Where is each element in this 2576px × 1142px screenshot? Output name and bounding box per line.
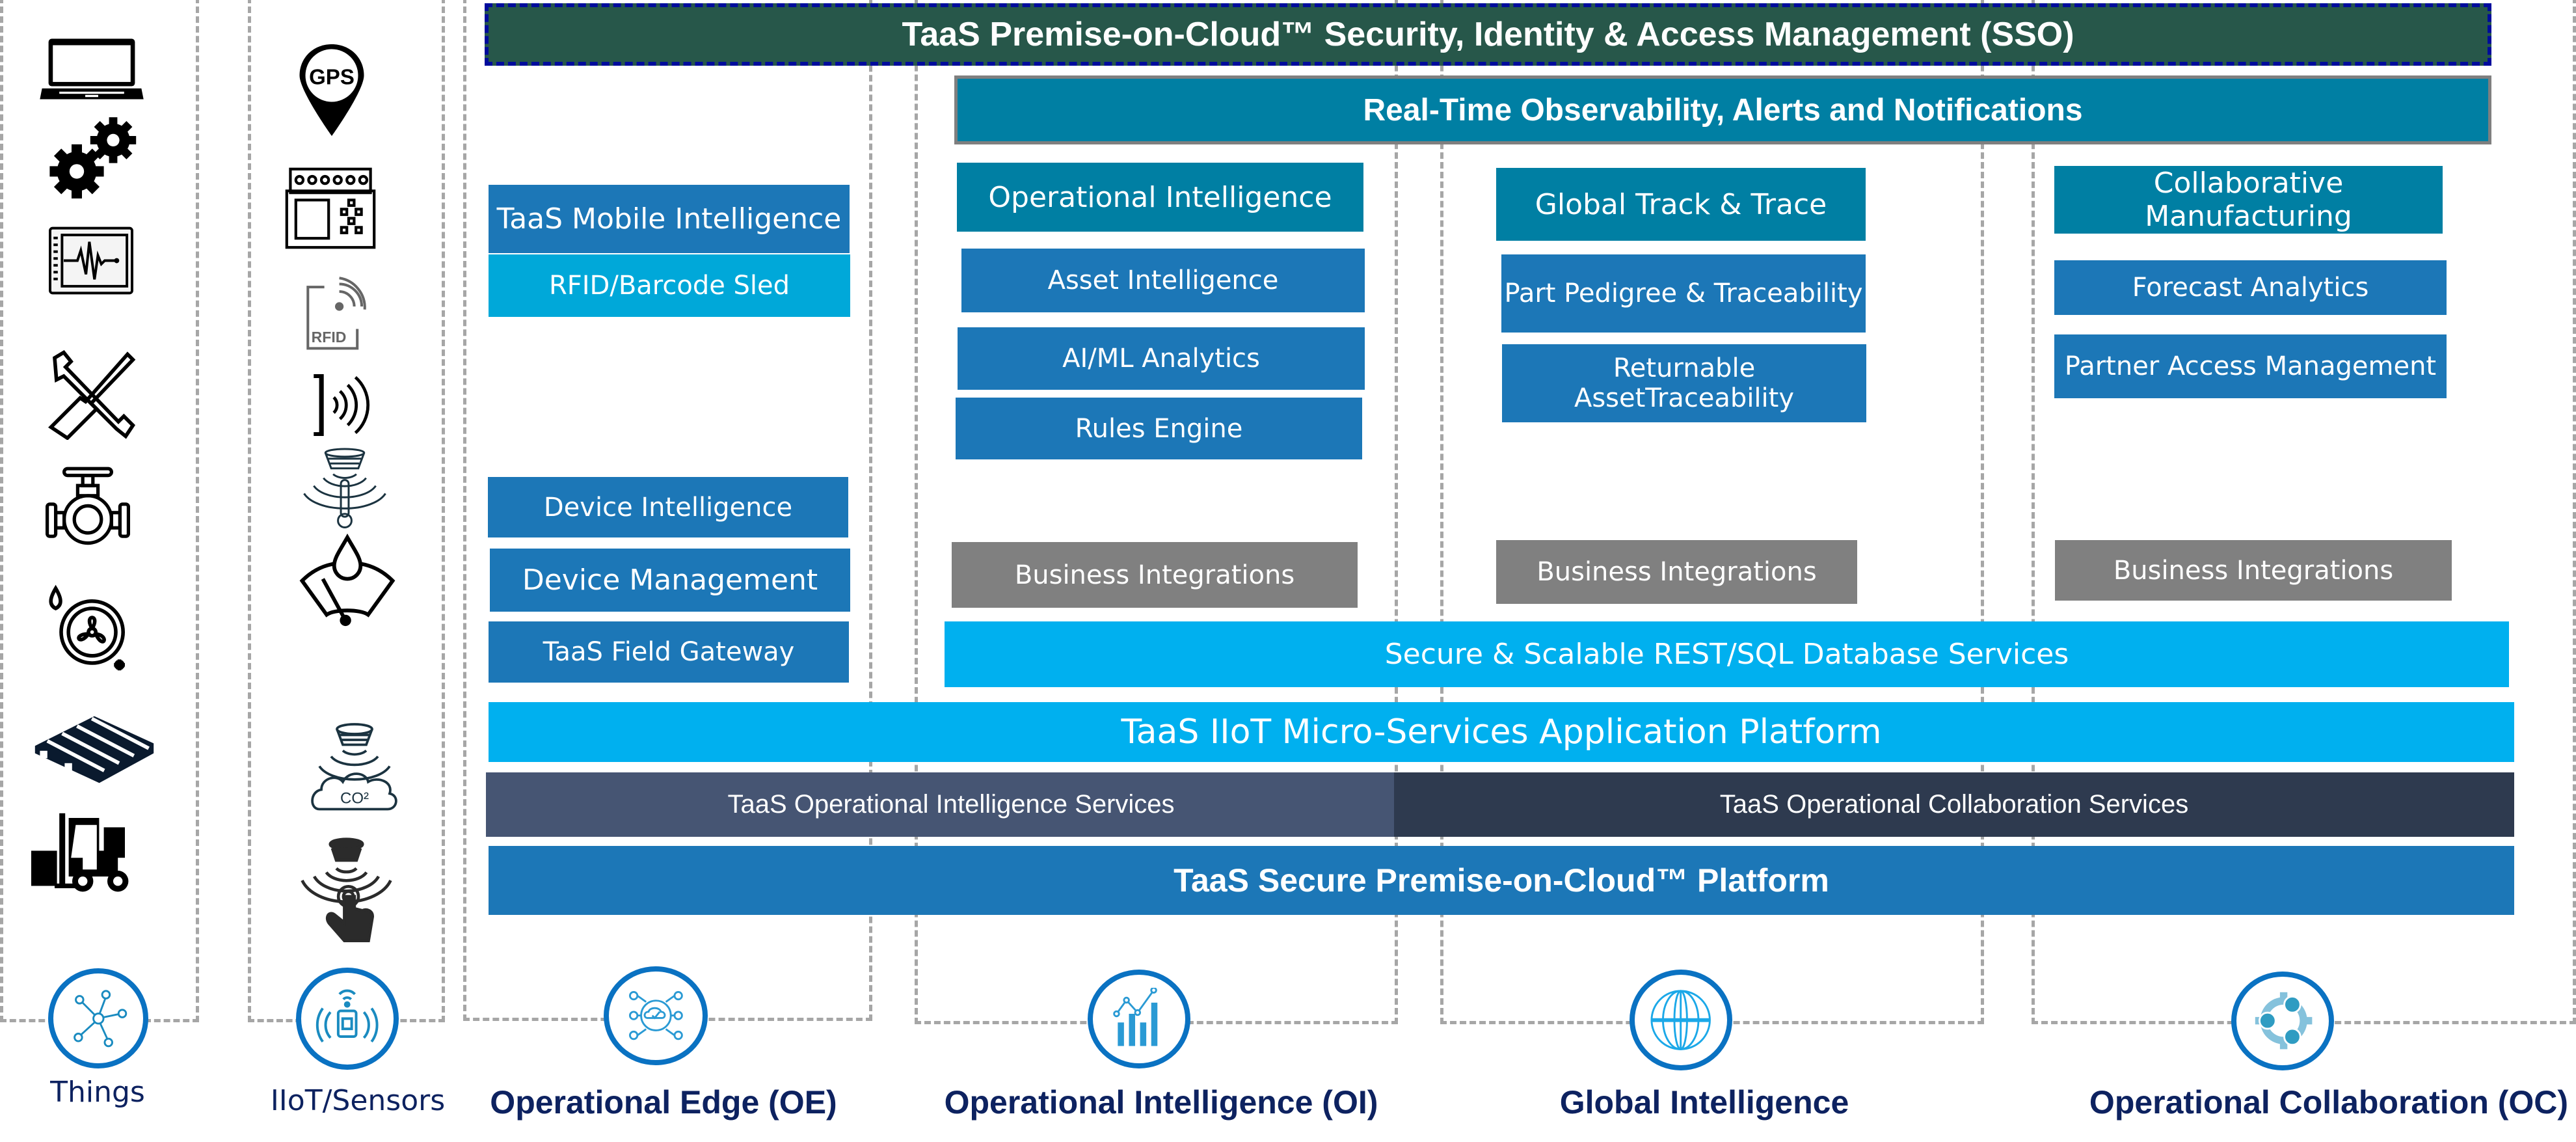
co2-text: CO²	[340, 790, 369, 808]
wireless-device-icon	[316, 989, 379, 1043]
oc-badge	[2231, 972, 2334, 1070]
oc-services-label: TaaS Operational Collaboration Services	[1719, 790, 2189, 819]
gi-business-integrations-label: Business Integrations	[1536, 557, 1817, 587]
gi-header-label: Global Track & Trace	[1535, 187, 1827, 221]
oi-item-aiml-analytics[interactable]: AI/ML Analytics	[958, 327, 1365, 390]
oe-badge	[604, 966, 708, 1065]
gi-item-returnable-asset[interactable]: Returnable AssetTraceability	[1502, 344, 1866, 422]
sso-bar-label: TaaS Premise-on-Cloud™ Security, Identit…	[902, 16, 2074, 53]
gps-pin-icon: GPS	[296, 42, 368, 140]
cloud-platform-bar: TaaS Secure Premise-on-Cloud™ Platform	[489, 846, 2514, 915]
gi-header[interactable]: Global Track & Trace	[1496, 168, 1866, 241]
oe-mobile-intelligence[interactable]: TaaS Mobile Intelligence	[489, 185, 850, 253]
iiot-badge	[296, 968, 399, 1070]
oe-field-gateway-label: TaaS Field Gateway	[543, 637, 795, 667]
oi-business-integrations-label: Business Integrations	[1014, 560, 1295, 590]
plc-controller-icon	[285, 166, 376, 251]
oc-header-label: Collaborative Manufacturing	[2145, 167, 2352, 233]
oc-business-integrations[interactable]: Business Integrations	[2055, 540, 2452, 601]
oc-header[interactable]: Collaborative Manufacturing	[2054, 166, 2443, 234]
network-nodes-icon	[73, 990, 127, 1047]
database-services-bar: Secure & Scalable REST/SQL Database Serv…	[945, 621, 2509, 687]
touch-sensor-icon	[296, 836, 397, 947]
gi-item-part-pedigree[interactable]: Part Pedigree & Traceability	[1501, 254, 1866, 333]
oc-item-label: Forecast Analytics	[2132, 273, 2369, 303]
gi-item-label: Returnable AssetTraceability	[1574, 353, 1795, 413]
gi-badge	[1630, 970, 1732, 1070]
monitor-waveform-icon	[46, 226, 137, 295]
oc-business-integrations-label: Business Integrations	[2113, 555, 2394, 586]
oi-badge	[1088, 970, 1190, 1068]
co2-sensor-icon: CO²	[306, 721, 403, 815]
oe-mobile-intelligence-label: TaaS Mobile Intelligence	[496, 202, 842, 236]
sso-bar: TaaS Premise-on-Cloud™ Security, Identit…	[485, 3, 2491, 66]
nfc-signal-icon	[302, 374, 381, 436]
wrench-screwdriver-icon	[46, 349, 137, 440]
oi-item-label: AI/ML Analytics	[1062, 344, 1260, 374]
laptop-icon	[38, 36, 146, 102]
globe-icon	[1650, 990, 1711, 1050]
oe-device-management[interactable]: Device Management	[490, 549, 850, 612]
forklift-icon	[31, 811, 148, 895]
microservices-platform-bar: TaaS IIoT Micro-Services Application Pla…	[489, 702, 2514, 762]
gi-business-integrations[interactable]: Business Integrations	[1496, 540, 1857, 604]
collaboration-gear-icon	[2255, 992, 2313, 1050]
oi-item-label: Asset Intelligence	[1047, 265, 1279, 295]
oc-services-bar: TaaS Operational Collaboration Services	[1394, 772, 2514, 837]
observability-bar-label: Real-Time Observability, Alerts and Noti…	[1363, 92, 2083, 128]
oe-device-intelligence[interactable]: Device Intelligence	[488, 477, 848, 537]
rfid-text: RFID	[312, 329, 347, 346]
oi-business-integrations[interactable]: Business Integrations	[952, 542, 1358, 608]
oi-label: Operational Intelligence (OI)	[944, 1084, 1378, 1121]
oe-field-gateway[interactable]: TaaS Field Gateway	[489, 621, 849, 683]
oc-label: Operational Collaboration (OC)	[2089, 1084, 2569, 1121]
humidity-gauge-icon	[291, 534, 403, 628]
oc-item-label: Partner Access Management	[2064, 351, 2437, 381]
oi-services-bar: TaaS Operational Intelligence Services	[486, 772, 1416, 837]
oi-item-asset-intelligence[interactable]: Asset Intelligence	[961, 249, 1365, 312]
oi-item-rules-engine[interactable]: Rules Engine	[956, 398, 1362, 459]
microservices-platform-label: TaaS IIoT Micro-Services Application Pla…	[1121, 713, 1882, 752]
things-label: Things	[50, 1076, 145, 1109]
oe-label: Operational Edge (OE)	[490, 1084, 837, 1121]
oi-header[interactable]: Operational Intelligence	[957, 163, 1363, 232]
oe-device-management-label: Device Management	[522, 564, 818, 597]
oi-services-label: TaaS Operational Intelligence Services	[727, 790, 1175, 819]
things-badge	[48, 968, 148, 1068]
oe-device-intelligence-label: Device Intelligence	[543, 492, 793, 523]
cloud-platform-label: TaaS Secure Premise-on-Cloud™ Platform	[1174, 862, 1829, 899]
edge-cloud-icon	[628, 991, 683, 1040]
temperature-sensor-icon	[296, 447, 394, 528]
oe-rfid-barcode-sled[interactable]: RFID/Barcode Sled	[489, 254, 850, 317]
rfid-tag-icon: RFID	[301, 277, 372, 351]
valve-icon	[46, 465, 130, 550]
gi-label: Global Intelligence	[1559, 1084, 1849, 1121]
oe-rfid-barcode-sled-label: RFID/Barcode Sled	[548, 271, 790, 301]
oi-header-label: Operational Intelligence	[988, 180, 1332, 214]
fan-hvac-icon	[43, 581, 134, 672]
oc-item-forecast-analytics[interactable]: Forecast Analytics	[2054, 260, 2447, 315]
oi-item-label: Rules Engine	[1075, 413, 1243, 444]
gi-item-label: Part Pedigree & Traceability	[1504, 279, 1863, 308]
oc-item-partner-access[interactable]: Partner Access Management	[2054, 334, 2447, 398]
pallet-icon	[33, 709, 156, 787]
iiot-label: IIoT/Sensors	[270, 1084, 446, 1117]
database-services-label: Secure & Scalable REST/SQL Database Serv…	[1384, 638, 2069, 671]
gears-icon	[46, 115, 150, 199]
observability-bar: Real-Time Observability, Alerts and Noti…	[954, 75, 2491, 144]
analytics-chart-icon	[1113, 988, 1158, 1046]
gps-text: GPS	[309, 65, 355, 89]
